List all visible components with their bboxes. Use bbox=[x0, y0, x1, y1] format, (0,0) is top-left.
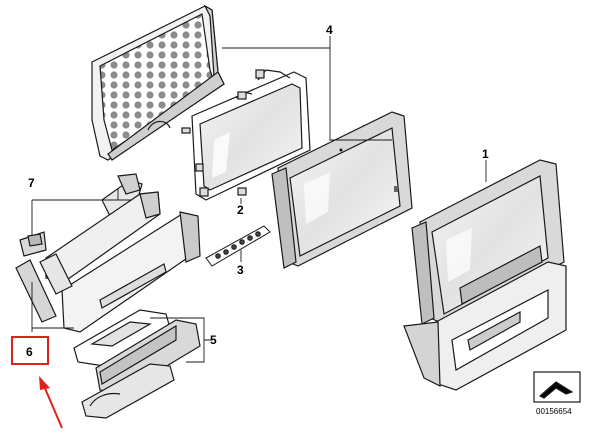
highlight-arrow bbox=[39, 376, 63, 429]
orientation-icon bbox=[533, 371, 581, 403]
bottom-covers bbox=[73, 309, 201, 419]
part-label-5: 5 bbox=[210, 333, 217, 347]
leader-7 bbox=[31, 188, 132, 236]
lower-cover-assembly bbox=[15, 211, 201, 333]
upper-trim-covers bbox=[19, 173, 161, 283]
part-label-1: 1 bbox=[482, 147, 489, 161]
back-housing-grille bbox=[91, 4, 225, 161]
leader-6 bbox=[31, 282, 74, 332]
button-strip bbox=[205, 225, 271, 267]
part-label-3: 3 bbox=[237, 263, 244, 277]
part-label-2: 2 bbox=[237, 203, 244, 217]
display-panel bbox=[191, 69, 311, 201]
front-screen-bezel bbox=[271, 111, 413, 269]
part-label-6: 6 bbox=[26, 345, 33, 359]
leader-lines bbox=[31, 36, 487, 363]
highlight-box bbox=[11, 336, 49, 365]
complete-monitor bbox=[403, 159, 567, 391]
leader-4 bbox=[222, 47, 392, 141]
leader-5 bbox=[150, 317, 212, 363]
part-label-7: 7 bbox=[28, 176, 35, 190]
reference-number: 00156654 bbox=[536, 407, 572, 416]
part-label-4: 4 bbox=[326, 23, 333, 37]
